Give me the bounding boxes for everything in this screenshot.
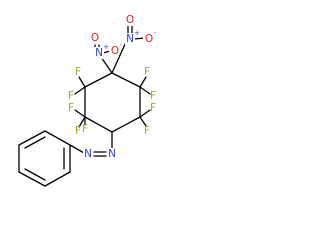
fluorine-atom: F — [150, 102, 156, 114]
bond — [84, 72, 113, 88]
nitrogen-atom: N — [84, 148, 92, 160]
bond — [24, 168, 46, 181]
charge-minus: - — [120, 41, 123, 49]
bond — [111, 116, 141, 133]
bond — [74, 86, 86, 95]
bond — [18, 171, 46, 187]
bond — [44, 130, 71, 146]
atom-layer: N + O O - N + O O - F F F F F F F F F N … — [68, 14, 157, 160]
charge-plus: + — [134, 29, 140, 37]
nitrogen-atom: N — [108, 148, 116, 160]
bond — [78, 76, 86, 88]
oxygen-atom: O — [145, 33, 153, 45]
nitrogen-atom: N — [95, 47, 103, 59]
fluorine-atom: F — [75, 66, 81, 78]
bond — [111, 41, 127, 74]
bond — [139, 76, 147, 88]
fluorine-atom: F — [68, 90, 74, 102]
bond — [74, 109, 86, 118]
bond — [111, 72, 141, 88]
charge-minus: - — [154, 29, 157, 37]
fluorine-atom: F — [150, 90, 156, 102]
bond — [18, 130, 46, 146]
molecule-diagram: N + O O - N + O O - F F F F F F F F F N … — [0, 0, 193, 187]
oxygen-atom: O — [111, 45, 119, 57]
bond — [139, 86, 151, 95]
oxygen-atom: O — [126, 14, 134, 26]
fluorine-atom: F — [68, 102, 74, 114]
bond — [84, 116, 113, 133]
bond — [69, 144, 85, 154]
fluorine-atom: F — [75, 125, 81, 137]
bond — [139, 116, 147, 127]
bond — [139, 109, 151, 118]
charge-plus: + — [103, 43, 109, 51]
fluorine-atom: F — [144, 66, 150, 78]
fluorine-atom: F — [144, 125, 150, 137]
oxygen-atom: O — [91, 32, 99, 44]
fluorine-atom: F — [82, 123, 88, 135]
bond — [102, 50, 111, 54]
bond-layer — [18, 25, 151, 187]
structure-svg: N + O O - N + O O - F F F F F F F F F N … — [18, 14, 157, 187]
bond — [78, 116, 86, 128]
nitrogen-atom: N — [126, 33, 134, 45]
bond — [24, 136, 46, 149]
bond — [44, 171, 71, 187]
